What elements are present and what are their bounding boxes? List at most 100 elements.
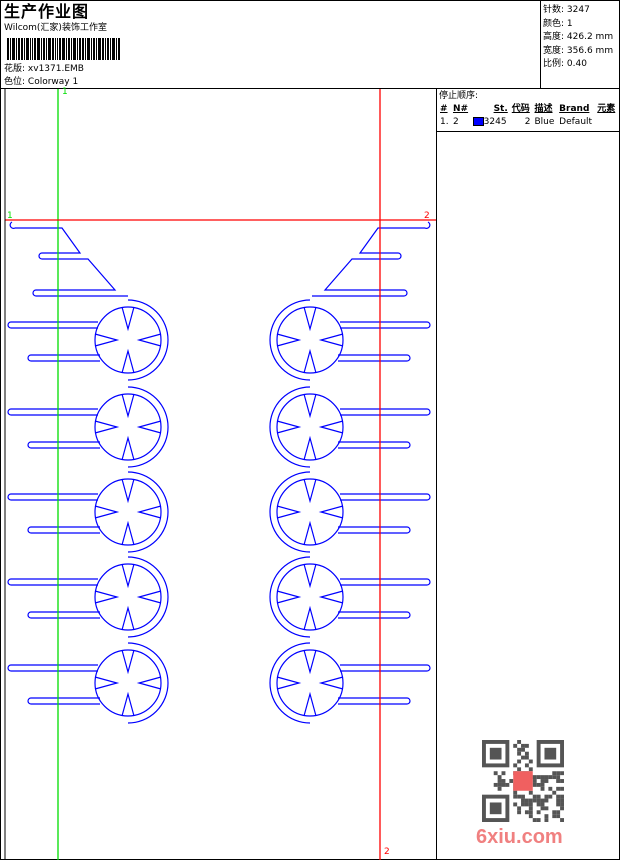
qr-module (544, 818, 549, 822)
qr-module (544, 794, 549, 799)
qr-module (556, 779, 561, 783)
barcode-bar (79, 38, 81, 60)
qr-module (532, 798, 537, 803)
qr-module (556, 802, 561, 807)
qr-module (497, 775, 502, 780)
qr-module (552, 771, 557, 776)
flower-motif (276, 306, 344, 374)
barcode-bar (77, 38, 78, 60)
qr-module (528, 790, 533, 795)
qr-module (517, 740, 522, 744)
qr-module (548, 794, 553, 799)
qr-module (489, 747, 502, 760)
color-swatch (472, 117, 484, 126)
qr-module (536, 810, 541, 815)
petal (136, 333, 162, 347)
table-header: # N# St. 代码 描述 Brand 元素 (438, 103, 618, 116)
stitch-bar (7, 664, 98, 672)
barcode-bar (12, 38, 15, 60)
barcode-bar (43, 38, 45, 60)
barcode (7, 38, 121, 60)
barcode-bar (87, 38, 90, 60)
guide-label-bottom: 2 (384, 847, 390, 857)
stitch-bar (7, 493, 98, 501)
guide-label-right: 2 (424, 211, 430, 221)
qr-module (544, 775, 549, 780)
design-stats: 针数: 3247 颜色: 1 高度: 426.2 mm 宽度: 356.6 mm… (543, 4, 613, 72)
row-element (595, 116, 618, 128)
qr-module (501, 779, 506, 783)
row-needle: 2 (452, 117, 459, 127)
qr-module (556, 775, 561, 780)
row-stitches: 3245 (483, 117, 507, 127)
qr-module (513, 763, 518, 768)
qr-module (521, 798, 525, 803)
qr-module (517, 810, 522, 815)
barcode-bar (30, 38, 31, 60)
row-description: Blue (534, 117, 555, 127)
qr-module (524, 751, 529, 756)
qr-module (524, 810, 529, 815)
petal (94, 333, 120, 347)
qr-module (532, 818, 537, 822)
table-row[interactable]: 1. 2 3245 2 Blue Default (438, 116, 618, 128)
watermark: 6xiu.com (476, 826, 563, 848)
petal (303, 348, 317, 374)
column-header: 代码 (511, 104, 530, 114)
qr-module (497, 786, 502, 791)
qr-module (521, 794, 525, 799)
barcode-bar (82, 38, 84, 60)
outer-arc (269, 642, 311, 724)
qr-module (536, 818, 541, 822)
outer-arc (269, 299, 311, 381)
qr-module (532, 779, 537, 783)
qr-module (556, 786, 561, 791)
barcode-bar (59, 38, 61, 60)
barcode-bar (41, 38, 42, 60)
qr-module (560, 786, 564, 791)
qr-module (513, 794, 518, 799)
qr-module (521, 802, 525, 807)
qr-module (560, 802, 564, 807)
petal (276, 505, 302, 519)
barcode-bar (107, 38, 109, 60)
qr-module (521, 743, 525, 748)
barcode-bar (24, 38, 25, 60)
qr-module (517, 767, 522, 772)
stat-scale: 比例: 0.40 (543, 58, 613, 72)
petal (121, 520, 135, 546)
colorway-label: 色位: (4, 77, 26, 87)
column-header: Brand (559, 104, 590, 114)
qr-module (517, 794, 522, 799)
stat-value: 3247 (566, 5, 590, 15)
stitch-bar (340, 493, 431, 501)
qr-module (544, 814, 549, 819)
barcode-bar (91, 38, 92, 60)
outer-arc (127, 642, 169, 724)
stat-label: 高度: (543, 32, 565, 42)
qr-module (536, 782, 541, 787)
petal (136, 505, 162, 519)
flower-motif (276, 478, 344, 546)
qr-module (524, 743, 529, 748)
stat-height: 高度: 426.2 mm (543, 31, 613, 45)
row-stitches-cell: 3245 (471, 116, 510, 128)
flower-motif (94, 393, 162, 461)
petal (121, 306, 135, 332)
qr-module (544, 779, 549, 783)
qr-module (501, 782, 506, 787)
qr-module (532, 775, 537, 780)
barcode-bar (52, 38, 54, 60)
top-stitch-left (9, 221, 128, 297)
outer-arc (127, 386, 169, 468)
petal (318, 505, 344, 519)
barcode-bar (116, 38, 117, 60)
barcode-bar (10, 38, 11, 60)
petal (303, 691, 317, 717)
page-title: 生产作业图 (4, 2, 90, 21)
divider (0, 88, 620, 89)
barcode-bar (110, 38, 111, 60)
qr-module (524, 755, 529, 760)
petal (303, 435, 317, 461)
column-header: St. (493, 104, 508, 114)
